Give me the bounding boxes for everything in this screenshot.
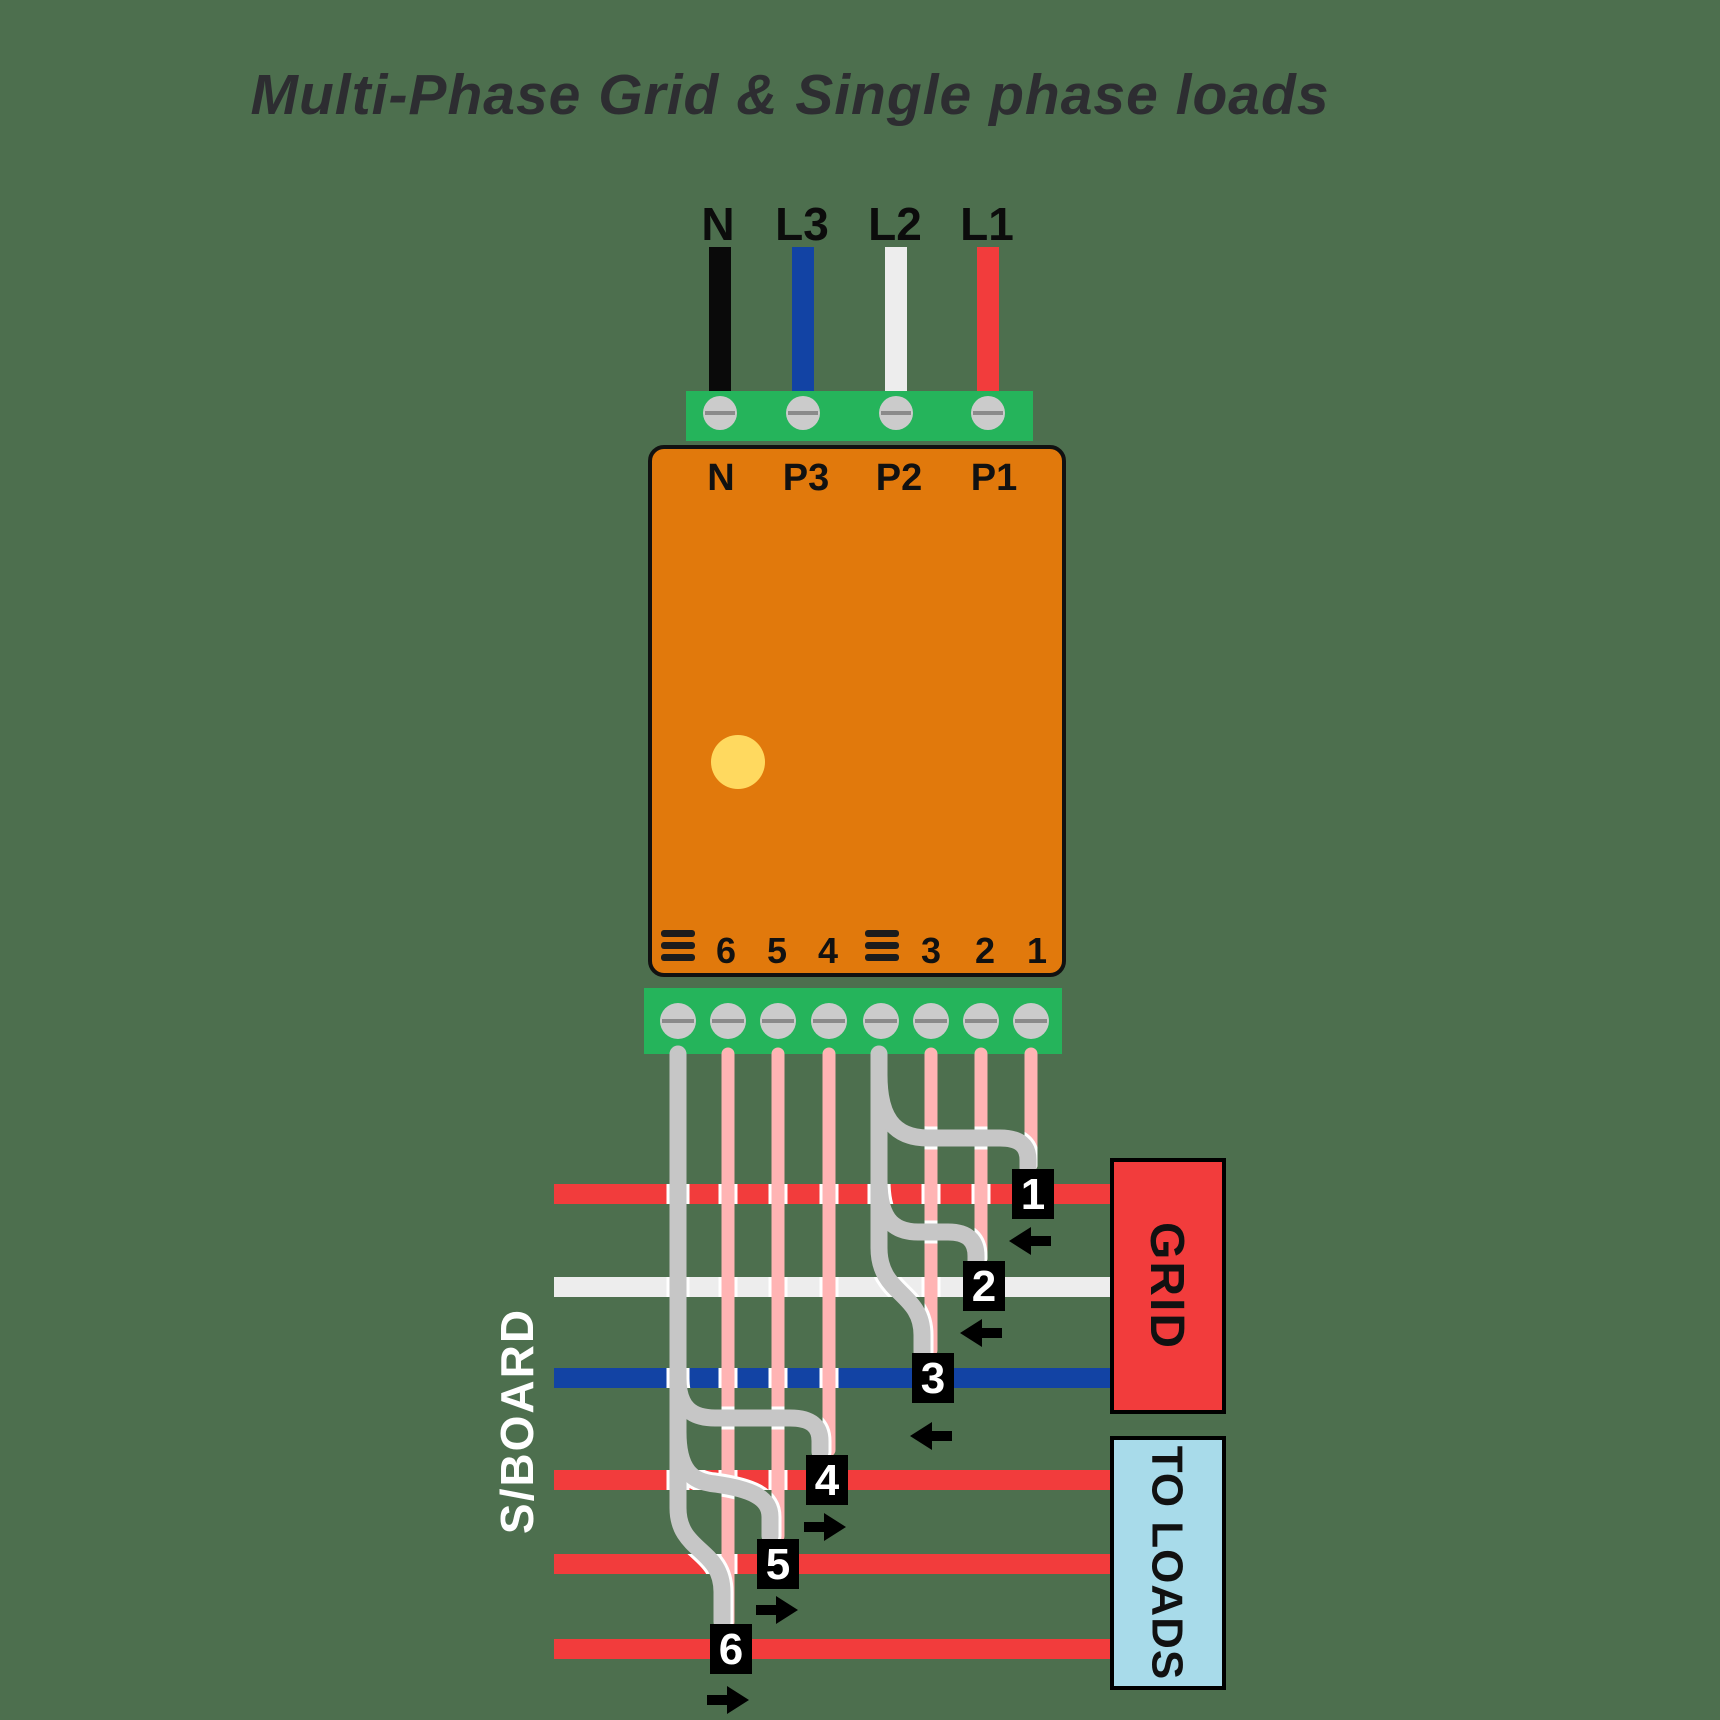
bottom-terminal-block xyxy=(644,988,1062,1054)
grid-box-label: GRID xyxy=(1140,1222,1193,1350)
meter-led-indicator xyxy=(711,735,765,789)
arrow-right-icon xyxy=(804,1513,846,1541)
meter-pin-label-3: 3 xyxy=(921,930,941,971)
meter-device: N P3 P2 P1 6 5 4 3 2 1 xyxy=(648,445,1066,977)
common-ground-wires xyxy=(669,1045,1037,1631)
svg-text:1: 1 xyxy=(1021,1170,1045,1219)
to-loads-box-label: TO LOADS xyxy=(1143,1446,1192,1681)
loads-bus-3 xyxy=(554,1639,1112,1659)
svg-text:3: 3 xyxy=(921,1354,945,1403)
screw-terminal xyxy=(710,1003,746,1039)
connection-badge-1: 1 xyxy=(1012,1169,1054,1219)
switchboard-label: S/BOARD xyxy=(491,1308,543,1534)
l3-wire xyxy=(792,247,814,395)
meter-terminal-label-p2: P2 xyxy=(876,457,922,499)
ground-icon xyxy=(661,930,695,961)
neutral-wire xyxy=(709,247,731,395)
arrow-right-icon xyxy=(756,1596,798,1624)
ground-wire-left-main xyxy=(669,1045,731,1631)
ground-wire-left-branch-4 xyxy=(669,1369,829,1461)
screw-terminal xyxy=(963,1003,999,1039)
svg-text:5: 5 xyxy=(766,1540,790,1589)
connection-badge-5: 5 xyxy=(757,1539,799,1589)
svg-text:4: 4 xyxy=(815,1456,840,1505)
ground-wire-left-branch-5 xyxy=(669,1423,779,1545)
screw-terminal xyxy=(703,396,737,430)
ground-wire-right-branch-1 xyxy=(870,1066,1037,1177)
arrow-left-icon xyxy=(1009,1227,1051,1255)
wire-label-l1: L1 xyxy=(960,198,1014,250)
screw-terminal xyxy=(1013,1003,1049,1039)
meter-terminal-label-p3: P3 xyxy=(783,457,829,499)
diagram-title: Multi-Phase Grid & Single phase loads xyxy=(250,63,1329,127)
to-loads-box: TO LOADS xyxy=(1110,1436,1226,1690)
wire-label-l3: L3 xyxy=(775,198,829,250)
meter-pin-label-1: 1 xyxy=(1027,930,1047,971)
wire-label-l2: L2 xyxy=(868,198,922,250)
connection-badge-4: 4 xyxy=(806,1455,848,1505)
connection-badge-3: 3 xyxy=(912,1353,954,1403)
screw-terminal xyxy=(971,396,1005,430)
bottom-terminal-strip xyxy=(644,988,1062,1054)
arrow-left-icon xyxy=(910,1422,952,1450)
connection-badge-6: 6 xyxy=(710,1624,752,1674)
meter-body xyxy=(648,445,1066,977)
l2-wire xyxy=(885,247,907,395)
screw-terminal xyxy=(786,396,820,430)
screw-terminal xyxy=(863,1003,899,1039)
arrow-right-icon xyxy=(707,1686,749,1714)
screw-terminal xyxy=(811,1003,847,1039)
l1-wire xyxy=(977,247,999,395)
connection-badges: 1 2 3 4 5 6 xyxy=(710,1169,1054,1674)
meter-pin-label-2: 2 xyxy=(975,930,995,971)
wire-label-n: N xyxy=(701,198,734,250)
svg-text:2: 2 xyxy=(972,1262,996,1311)
arrow-left-icon xyxy=(960,1319,1002,1347)
ground-wire-right-branch-2 xyxy=(870,1171,985,1271)
meter-terminal-label-p1: P1 xyxy=(971,457,1017,499)
svg-text:6: 6 xyxy=(719,1625,743,1674)
screw-terminal xyxy=(660,1003,696,1039)
meter-pin-label-5: 5 xyxy=(767,930,787,971)
meter-terminal-label-n: N xyxy=(707,457,734,499)
voltage-sense-wires xyxy=(721,1047,1038,1629)
ground-icon xyxy=(865,930,899,961)
grid-box: GRID xyxy=(1110,1158,1226,1414)
direction-arrows xyxy=(707,1227,1051,1714)
screw-terminal xyxy=(879,396,913,430)
ground-wire-right-main xyxy=(870,1045,931,1361)
meter-pin-label-4: 4 xyxy=(818,930,838,971)
connection-badge-2: 2 xyxy=(963,1261,1005,1311)
incoming-supply-wires: N L3 L2 L1 xyxy=(701,198,1014,395)
loads-bus-2 xyxy=(554,1554,1112,1574)
meter-pin-label-6: 6 xyxy=(716,930,736,971)
screw-terminal xyxy=(760,1003,796,1039)
screw-terminal xyxy=(913,1003,949,1039)
top-terminal-block xyxy=(686,391,1033,441)
